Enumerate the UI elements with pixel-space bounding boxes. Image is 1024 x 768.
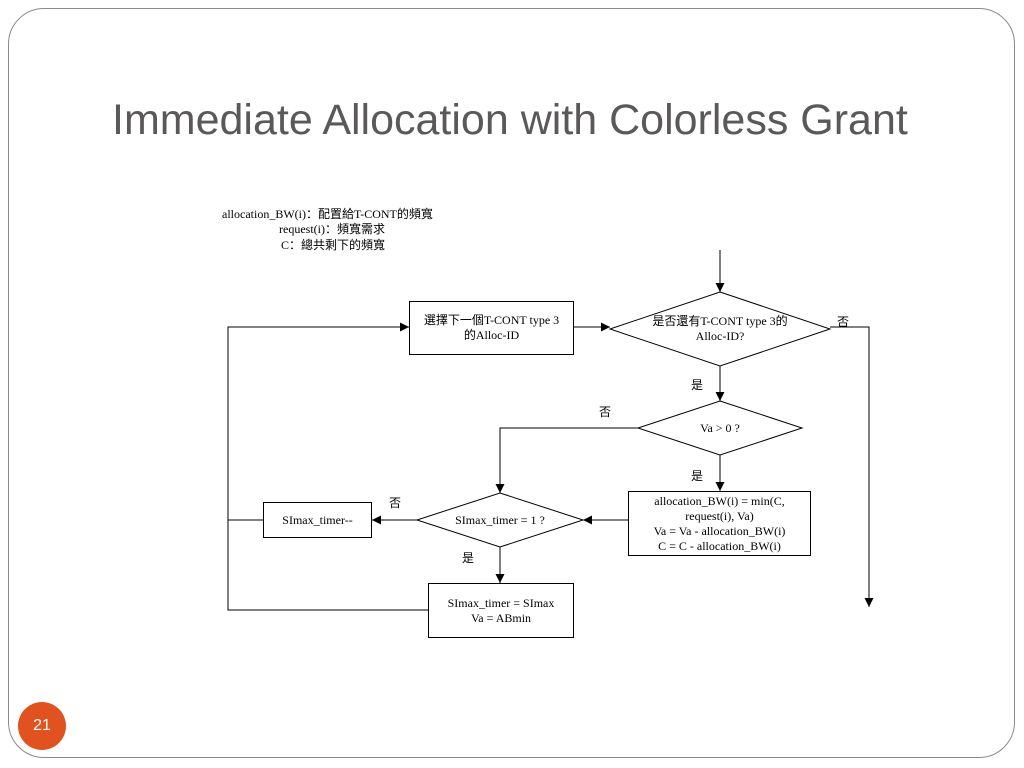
- allocate-line-1: allocation_BW(i) = min(C,: [654, 493, 785, 508]
- va-yes-label: 是: [691, 469, 704, 483]
- has-more-yes-label: 是: [691, 378, 704, 392]
- va-no-to-simax: [495, 427, 638, 493]
- has-more-no-exit: [830, 326, 874, 607]
- has-more-no-label: 否: [837, 315, 850, 329]
- simax-no-label: 否: [389, 496, 402, 510]
- legend-line-remaining: C：總共剩下的頻寬: [281, 238, 386, 252]
- va-no-label: 否: [599, 405, 612, 419]
- simax-yes-label: 是: [462, 551, 475, 565]
- loop-back-to-select: [227, 322, 428, 611]
- select-next-line-1: 選擇下一個T-CONT type 3: [423, 313, 560, 327]
- allocate-line-3: Va = Va - allocation_BW(i): [653, 523, 786, 538]
- simax-decrement-box: SImax_timer--: [263, 502, 372, 538]
- simax-reset-line-2: Va = ABmin: [470, 610, 532, 625]
- va-label: Va > 0 ?: [700, 420, 740, 435]
- has-more-line-2: Alloc-ID?: [695, 329, 745, 343]
- select-next-line-2: 的Alloc-ID: [463, 328, 520, 342]
- select-next-box: 選擇下一個T-CONT type 3 的Alloc-ID: [409, 301, 574, 355]
- allocate-line-2: request(i), Va): [685, 508, 754, 523]
- allocate-line-4: C = C - allocation_BW(i): [658, 538, 781, 553]
- slide-title: Immediate Allocation with Colorless Gran…: [112, 96, 908, 144]
- simax-reset-box: SImax_timer = SImax Va = ABmin: [428, 583, 574, 638]
- has-more-label: 是否還有T-CONT type 3的 Alloc-ID?: [628, 310, 812, 348]
- simax-label: SImax_timer = 1 ?: [455, 512, 545, 527]
- legend-line-request: request(i)：頻寬需求: [279, 222, 385, 236]
- has-more-line-1: 是否還有T-CONT type 3的: [652, 314, 788, 328]
- page-number-badge: 21: [18, 702, 66, 750]
- allocate-box: allocation_BW(i) = min(C, request(i), Va…: [628, 491, 811, 556]
- legend-line-allocation: allocation_BW(i)：配置給T-CONT的頻寬: [222, 207, 433, 221]
- simax-reset-line-1: SImax_timer = SImax: [447, 595, 555, 610]
